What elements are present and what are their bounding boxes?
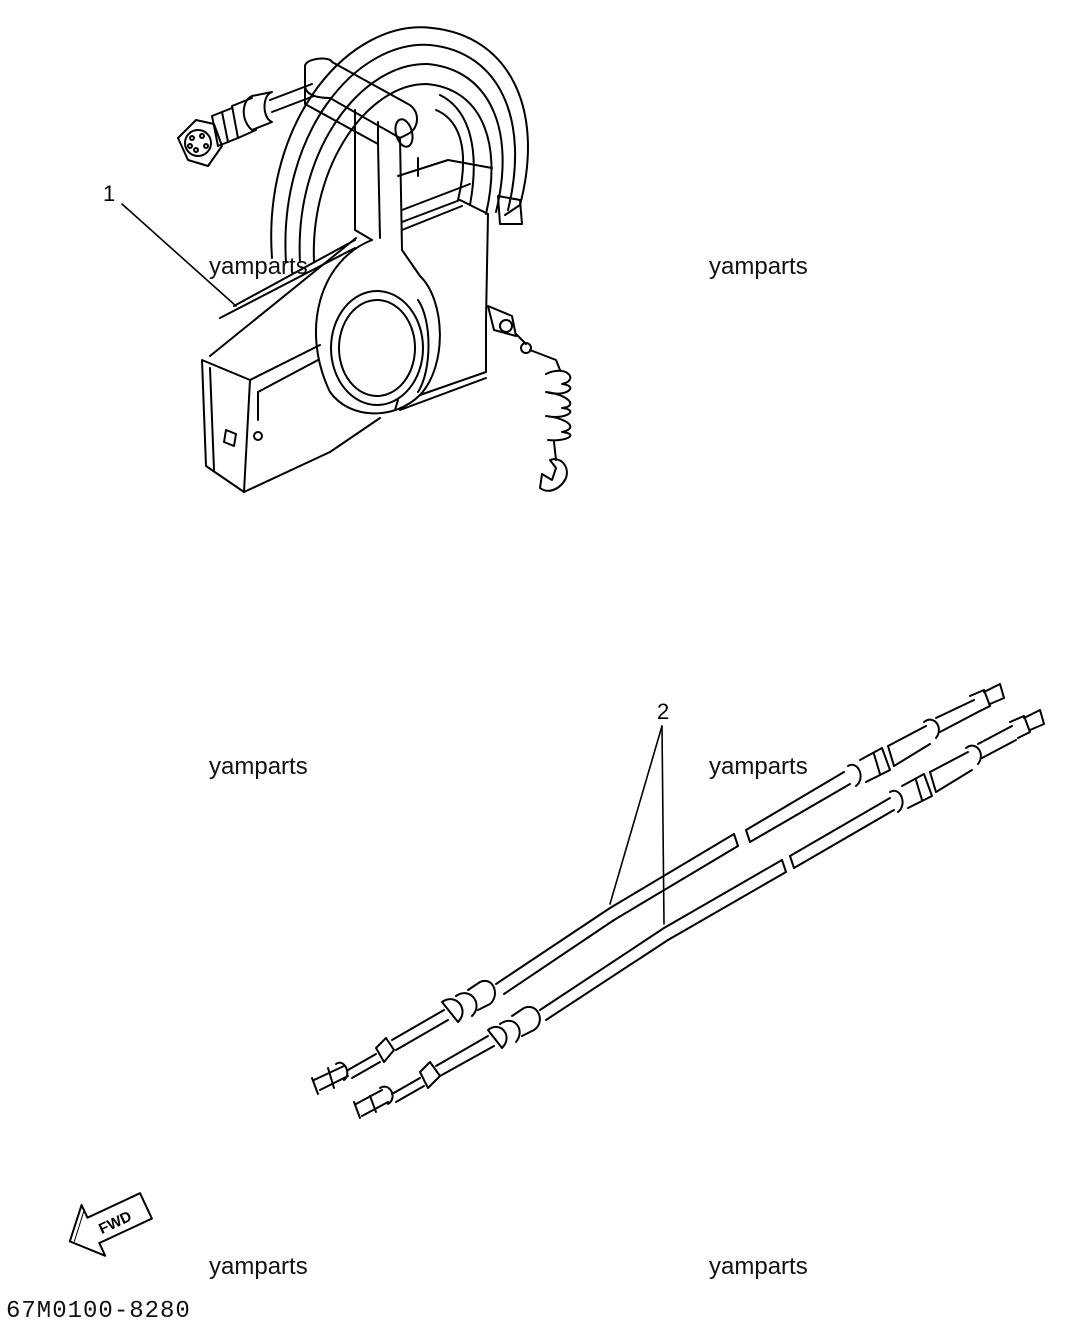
cable-a — [311, 683, 1005, 1095]
watermark-5: yamparts — [209, 1253, 308, 1280]
watermark-4: yamparts — [709, 753, 808, 780]
watermark-2: yamparts — [709, 253, 808, 280]
remote-cable-coil — [270, 26, 529, 263]
leader-line-1 — [121, 203, 237, 307]
watermark-1: yamparts — [209, 253, 308, 280]
kill-switch-lanyard — [515, 333, 572, 492]
remote-control-box — [121, 26, 572, 493]
control-box-housing — [201, 157, 517, 493]
leader-line-2a — [609, 725, 663, 905]
watermark-3: yamparts — [209, 753, 308, 780]
leader-line-2b — [661, 725, 665, 925]
cable-b — [353, 709, 1045, 1119]
control-cables — [311, 683, 1045, 1119]
watermark-6: yamparts — [709, 1253, 808, 1280]
callout-1: 1 — [103, 181, 116, 206]
diagram-part-code: 67M0100-8280 — [6, 1298, 191, 1325]
fwd-arrow-icon: FWD — [68, 1192, 153, 1257]
callout-2: 2 — [657, 699, 670, 724]
wiring-harness-plug — [177, 83, 315, 167]
control-lever — [304, 57, 441, 415]
